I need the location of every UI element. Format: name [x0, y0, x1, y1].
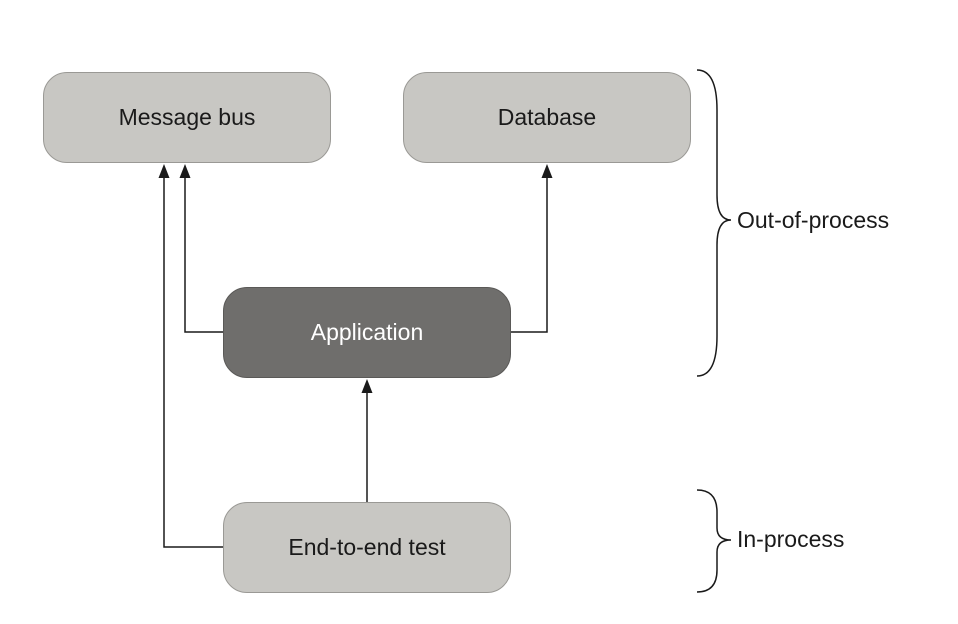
application-node: Application	[223, 287, 511, 378]
application-label: Application	[310, 319, 424, 345]
message-bus-label: Message bus	[118, 104, 256, 130]
database-node: Database	[403, 72, 691, 163]
edge-e2e-to-message-bus	[163, 178, 223, 548]
edge-application-to-database	[511, 178, 548, 333]
edge-application-to-message-bus	[184, 178, 223, 333]
end-to-end-test-node: End-to-end test	[223, 502, 511, 593]
message-bus-node: Message bus	[43, 72, 331, 163]
arrowhead-application-to-message-bus	[179, 164, 191, 178]
brace-out-of-process	[696, 69, 732, 377]
arrowhead-application-to-database	[541, 164, 553, 178]
end-to-end-test-label: End-to-end test	[288, 534, 446, 560]
arrowhead-e2e-to-message-bus	[158, 164, 170, 178]
brace-in-process	[696, 489, 732, 593]
out-of-process-label: Out-of-process	[737, 207, 890, 233]
arrowhead-e2e-to-application	[361, 379, 373, 393]
in-process-label: In-process	[737, 526, 845, 552]
database-label: Database	[497, 104, 597, 130]
